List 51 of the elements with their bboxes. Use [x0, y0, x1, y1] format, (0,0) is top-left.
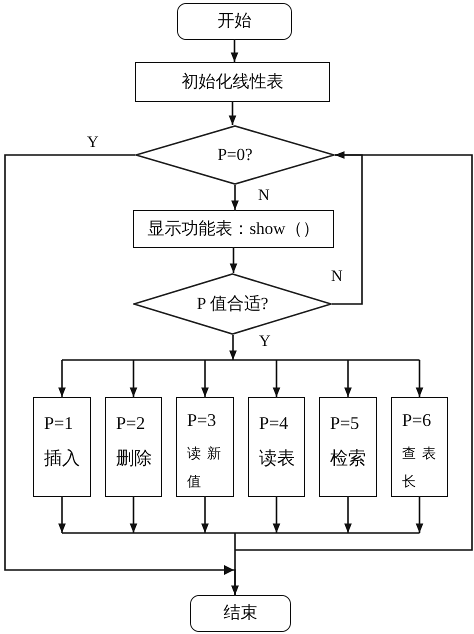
- decision-diamond: [133, 273, 332, 335]
- process-box: [248, 397, 305, 497]
- step-text: 删除: [116, 447, 152, 470]
- arrow: [201, 360, 209, 397]
- step-text: 开始: [218, 11, 252, 32]
- step-text: 插入: [44, 447, 80, 470]
- process-box: [133, 210, 334, 248]
- connector-line: [62, 359, 420, 361]
- step-text: 显示功能表：show（）: [148, 218, 320, 240]
- process-box: [135, 62, 330, 102]
- arrow: [416, 497, 424, 533]
- connector-line: [61, 532, 420, 551]
- step-text: 初始化线性表: [182, 72, 284, 92]
- step-text: 查表长: [402, 446, 443, 492]
- process-box: [105, 397, 162, 497]
- step-text: P=3: [187, 409, 216, 432]
- process-box: [319, 397, 377, 497]
- process-box: [391, 397, 448, 497]
- arrow: [416, 360, 424, 397]
- arrow: [344, 497, 352, 533]
- arrow: [272, 360, 280, 397]
- arrow: [228, 102, 236, 125]
- step-text: P=0?: [217, 144, 253, 166]
- step-text: P=2: [116, 412, 146, 435]
- terminal-box: [190, 595, 291, 632]
- arrow: [235, 151, 473, 551]
- process-box: [176, 397, 234, 497]
- arrow: [58, 360, 66, 397]
- arrow: [230, 248, 238, 273]
- arrow: [229, 335, 237, 360]
- step-text: 读表: [259, 447, 295, 470]
- arrow: [231, 550, 239, 595]
- arrow: [231, 185, 239, 210]
- arrow: [272, 497, 280, 533]
- decision-diamond: [135, 125, 335, 185]
- step-text: 检索: [330, 447, 366, 470]
- arrow: [201, 497, 209, 533]
- step-text: 读新值: [187, 445, 228, 492]
- step-text: P=1: [44, 412, 74, 435]
- arrow: [58, 497, 66, 533]
- step-text: P=5: [330, 412, 360, 435]
- step-text: 结束: [224, 603, 258, 624]
- arrow: [130, 360, 138, 397]
- step-text: P=4: [259, 412, 288, 435]
- process-box: [33, 397, 91, 497]
- step-text: P 值合适?: [196, 294, 268, 314]
- terminal-box: [177, 3, 292, 40]
- arrow: [344, 360, 352, 397]
- arrow: [230, 40, 238, 62]
- step-text: P=6: [402, 409, 432, 432]
- arrow: [130, 497, 138, 533]
